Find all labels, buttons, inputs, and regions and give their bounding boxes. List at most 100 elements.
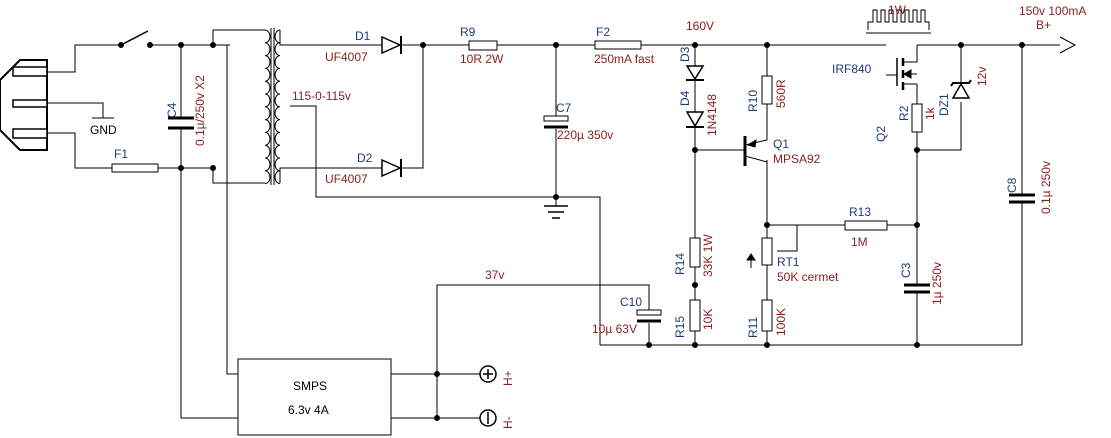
junction-dot bbox=[692, 147, 698, 153]
junction-dot bbox=[553, 194, 559, 200]
junction-dot bbox=[914, 342, 920, 348]
label-r10: R10 bbox=[746, 90, 760, 112]
label-d1-value: UF4007 bbox=[325, 50, 368, 64]
resistor-r14 bbox=[689, 237, 701, 268]
label-dz1-value: 12v bbox=[975, 67, 989, 86]
junction-dot bbox=[434, 415, 440, 421]
transistor-q1 bbox=[743, 136, 768, 166]
label-r2-value: 1k bbox=[923, 106, 937, 120]
label-heatsink: 1W bbox=[888, 3, 907, 17]
label-r9: R9 bbox=[460, 25, 476, 39]
label-r9-value: 10R 2W bbox=[460, 52, 504, 66]
label-rt1-value: 50K cermet bbox=[777, 270, 839, 284]
zener-diode-dz1 bbox=[950, 79, 972, 99]
junction-dot bbox=[210, 42, 216, 48]
junction-dot bbox=[764, 42, 770, 48]
label-r11: R11 bbox=[746, 317, 760, 338]
junction-dot bbox=[914, 147, 920, 153]
label-c4: C4 bbox=[165, 102, 179, 118]
label-f2-value: 250mA fast bbox=[594, 52, 655, 66]
mosfet-q2 bbox=[896, 45, 918, 90]
junction-dot bbox=[692, 282, 698, 288]
label-f2: F2 bbox=[596, 25, 610, 39]
label-output-node: B+ bbox=[1036, 18, 1051, 32]
label-gnd: GND bbox=[90, 123, 117, 137]
junction-dot bbox=[692, 342, 698, 348]
label-d2-value: UF4007 bbox=[325, 172, 368, 186]
label-r14: R14 bbox=[673, 253, 687, 275]
wires bbox=[47, 29, 1060, 419]
diode-d3 bbox=[685, 65, 705, 81]
smps-module bbox=[237, 358, 392, 436]
iec-mains-inlet bbox=[0, 59, 48, 151]
mains-switch bbox=[118, 30, 153, 48]
label-r15: R15 bbox=[673, 316, 687, 338]
capacitor-c8 bbox=[1009, 193, 1035, 204]
label-c3: C3 bbox=[899, 262, 913, 278]
diode-d4 bbox=[685, 111, 705, 128]
label-q2-part: IRF840 bbox=[832, 62, 872, 76]
label-rail-160v: 160V bbox=[686, 19, 714, 33]
capacitor-c7 bbox=[543, 115, 569, 129]
label-c10: C10 bbox=[620, 295, 642, 309]
junction-dots bbox=[178, 42, 1025, 421]
terminal-h-plus bbox=[479, 365, 497, 383]
label-c7-value: 220µ 350v bbox=[557, 128, 613, 142]
label-rt1: RT1 bbox=[777, 255, 800, 269]
label-r14-value: 33K 1W bbox=[701, 234, 715, 277]
label-smps: SMPS bbox=[293, 379, 327, 393]
fuse-f1 bbox=[111, 163, 159, 173]
heatsink-icon bbox=[866, 9, 931, 34]
label-r15-value: 10K bbox=[701, 309, 715, 330]
label-r13: R13 bbox=[849, 205, 871, 219]
junction-dot bbox=[914, 222, 920, 228]
label-c7: C7 bbox=[556, 101, 572, 115]
resistor-r11 bbox=[761, 299, 773, 332]
label-transformer: 115-0-115v bbox=[292, 89, 351, 103]
resistor-r10 bbox=[761, 75, 773, 105]
label-d1: D1 bbox=[355, 29, 371, 43]
junction-dot bbox=[646, 342, 652, 348]
junction-dot bbox=[210, 165, 216, 171]
diode-d1 bbox=[381, 35, 402, 55]
label-heater-minus: H- bbox=[501, 416, 515, 429]
junction-dot bbox=[1019, 42, 1025, 48]
junction-dot bbox=[420, 42, 426, 48]
capacitor-c10 bbox=[636, 309, 662, 323]
capacitor-c4 bbox=[168, 116, 194, 130]
label-r11-value: 100K bbox=[774, 308, 788, 336]
label-dz1: DZ1 bbox=[937, 93, 951, 116]
junction-dot bbox=[958, 42, 964, 48]
resistor-r9 bbox=[468, 40, 498, 51]
label-q2: Q2 bbox=[874, 126, 888, 142]
label-f1: F1 bbox=[114, 147, 128, 161]
junction-dot bbox=[553, 42, 559, 48]
junction-dot bbox=[692, 42, 698, 48]
chassis-ground-icon bbox=[544, 205, 568, 219]
label-d4: D4 bbox=[678, 90, 692, 106]
junction-dot bbox=[434, 371, 440, 377]
label-c10-value: 10µ 63V bbox=[592, 322, 637, 336]
diode-d2 bbox=[381, 158, 402, 178]
resistor-r2 bbox=[911, 103, 923, 133]
label-c3-value: 1µ 250v bbox=[930, 262, 944, 305]
capacitor-c3 bbox=[904, 283, 930, 294]
resistor-r15 bbox=[689, 299, 701, 332]
fuse-f2 bbox=[594, 40, 642, 50]
label-output: 150v 100mA bbox=[1019, 4, 1086, 18]
label-r10-value: 560R bbox=[774, 79, 788, 108]
junction-dot bbox=[178, 165, 184, 171]
label-q1: Q1 bbox=[773, 137, 789, 151]
label-c8: C8 bbox=[1005, 177, 1019, 193]
label-q1-value: MPSA92 bbox=[773, 152, 821, 166]
transformer bbox=[264, 28, 281, 185]
label-r2: R2 bbox=[897, 105, 911, 121]
resistor-r13 bbox=[844, 220, 888, 231]
label-smps-value: 6.3v 4A bbox=[288, 403, 329, 417]
junction-dot bbox=[764, 222, 770, 228]
junction-dot bbox=[764, 342, 770, 348]
label-r13-value: 1M bbox=[851, 235, 868, 249]
trimmer-rt1 bbox=[746, 237, 773, 268]
label-rail-37v: 37v bbox=[485, 268, 504, 282]
